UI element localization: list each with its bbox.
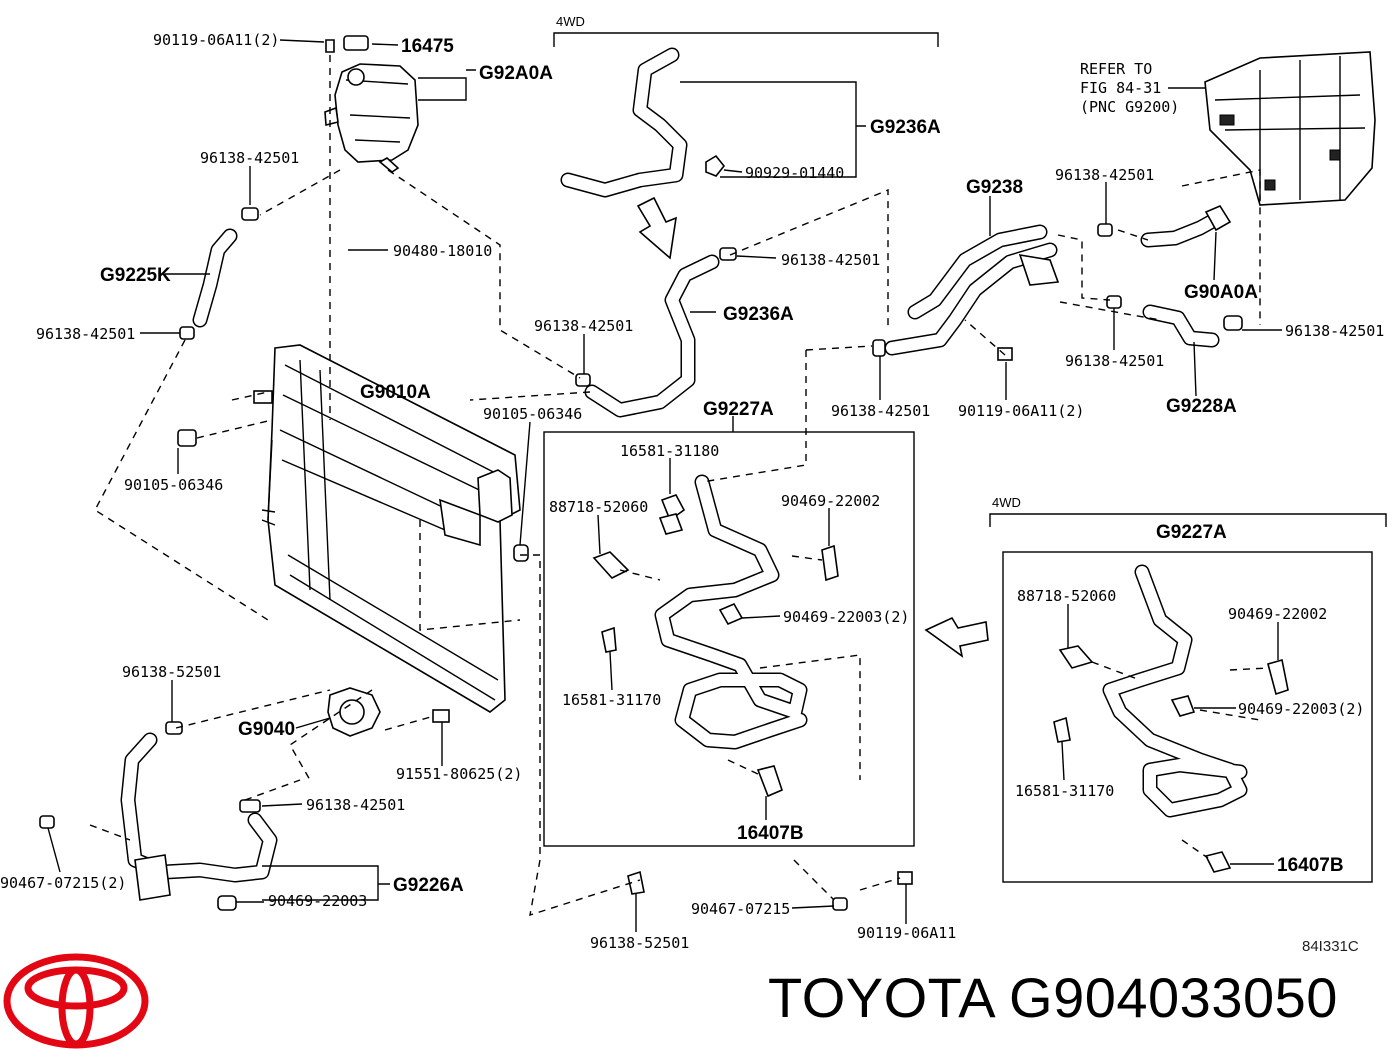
section-4wd-top-label: 4WD — [556, 14, 585, 29]
label-90469-22003-2-b: 90469-22003(2) — [1238, 700, 1364, 718]
label-90469-22002-b: 90469-22002 — [1228, 605, 1327, 623]
label-g9227a-4wd: G9227A — [1156, 522, 1227, 543]
direction-arrow-left — [924, 616, 989, 658]
hose-g9236a-lower — [575, 247, 737, 418]
label-g9228a: G9228A — [1166, 396, 1237, 417]
label-90119-06a11: 90119-06A11 — [857, 924, 956, 942]
label-90119-06a11-2-top: 90119-06A11(2) — [153, 31, 279, 49]
leader-lines — [47, 39, 1282, 932]
label-refer-line1: REFER TO — [1080, 60, 1152, 78]
inverter-unit — [1204, 51, 1376, 206]
bottom-fasteners — [627, 870, 913, 911]
label-16475: 16475 — [401, 36, 454, 57]
section-4wd-right: 4WD — [989, 495, 1387, 883]
dashed-connections — [89, 55, 1269, 917]
label-90105-06346-b: 90105-06346 — [483, 405, 582, 423]
label-90119-06a11-2-mid: 90119-06A11(2) — [958, 402, 1084, 420]
label-96138-42501-h: 96138-42501 — [831, 402, 930, 420]
direction-arrow-down — [636, 196, 677, 260]
label-88718-52060-a: 88718-52060 — [549, 498, 648, 516]
label-96138-52501-a: 96138-52501 — [122, 663, 221, 681]
hose-g9225k — [179, 207, 259, 340]
label-90469-22003-2-a: 90469-22003(2) — [783, 608, 909, 626]
brand-title: TOYOTA G904033050 — [768, 966, 1338, 1029]
label-96138-42501-a: 96138-42501 — [200, 149, 299, 167]
water-pump — [327, 687, 450, 737]
label-16407b-b: 16407B — [1277, 855, 1344, 876]
label-90105-06346-a: 90105-06346 — [124, 476, 223, 494]
label-refer-line3: (PNC G9200) — [1080, 98, 1179, 116]
box-g9227a-main — [543, 431, 915, 847]
hose-g9226a — [39, 721, 278, 911]
label-91551-80625-2: 91551-80625(2) — [396, 765, 522, 783]
label-g9225k: G9225K — [100, 265, 171, 286]
label-g9238: G9238 — [966, 177, 1023, 198]
label-g9236a-a: G9236A — [870, 117, 941, 138]
label-96138-42501-g: 96138-42501 — [1065, 352, 1164, 370]
label-refer-line2: FIG 84-31 — [1080, 79, 1161, 97]
label-g9040: G9040 — [238, 719, 295, 740]
label-g9010a: G9010A — [360, 382, 431, 403]
toyota-logo-icon — [3, 953, 149, 1049]
label-90929-01440: 90929-01440 — [745, 164, 844, 182]
label-g9227a-main: G9227A — [703, 399, 774, 420]
label-g92a0a: G92A0A — [479, 63, 553, 84]
label-g9236a-b: G9236A — [723, 304, 794, 325]
reservoir-tank — [324, 35, 419, 173]
label-96138-42501-b: 96138-42501 — [36, 325, 135, 343]
figure-code: 84I331C — [1302, 938, 1359, 955]
label-96138-42501-c: 96138-42501 — [781, 251, 880, 269]
hose-g90a0a — [1097, 204, 1232, 248]
label-g90a0a: G90A0A — [1184, 282, 1258, 303]
label-90469-22003: 90469-22003 — [268, 892, 367, 910]
radiator-assembly — [177, 344, 529, 713]
label-90469-22002-a: 90469-22002 — [781, 492, 880, 510]
label-88718-52060-b: 88718-52060 — [1017, 587, 1116, 605]
label-96138-42501-f: 96138-42501 — [1285, 322, 1384, 340]
label-90467-07215-2: 90467-07215(2) — [0, 874, 126, 892]
hose-g9236a-upper — [560, 47, 726, 198]
label-16407b-a: 16407B — [737, 823, 804, 844]
label-96138-52501-b: 96138-52501 — [590, 934, 689, 952]
hose-g9228a — [1106, 295, 1243, 348]
pipe-g9238 — [872, 224, 1060, 361]
section-4wd-top: 4WD — [553, 14, 939, 47]
label-90467-07215: 90467-07215 — [691, 900, 790, 918]
label-g9226a: G9226A — [393, 875, 464, 896]
label-96138-42501-i: 96138-42501 — [306, 796, 405, 814]
part-labels: 90119-06A11(2) 16475 G92A0A 96138-42501 … — [0, 31, 1384, 952]
label-16581-31170-a: 16581-31170 — [562, 691, 661, 709]
section-4wd-right-label: 4WD — [992, 495, 1021, 510]
label-16581-31170-b: 16581-31170 — [1015, 782, 1114, 800]
label-96138-42501-d: 96138-42501 — [534, 317, 633, 335]
label-96138-42501-e: 96138-42501 — [1055, 166, 1154, 184]
label-90480-18010: 90480-18010 — [393, 242, 492, 260]
label-16581-31180: 16581-31180 — [620, 442, 719, 460]
